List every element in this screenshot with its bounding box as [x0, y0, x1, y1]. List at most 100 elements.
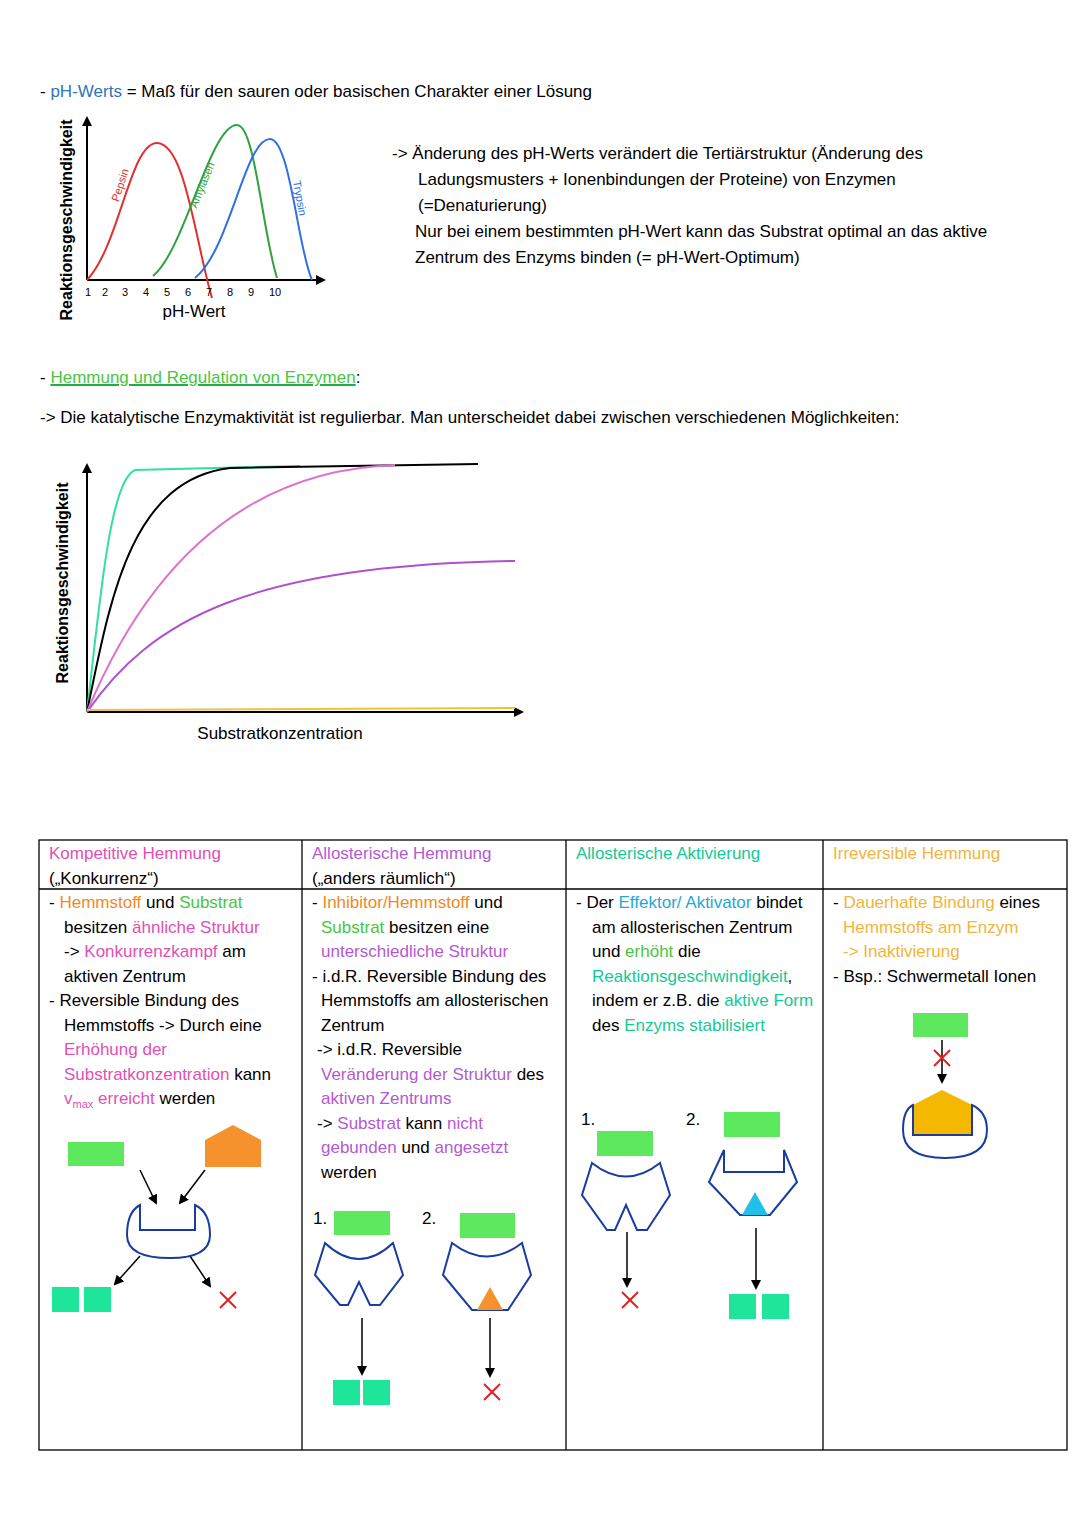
- axis-label: pH-Wert: [163, 303, 226, 322]
- text-run: erreicht: [98, 1089, 155, 1108]
- axis-label: Substratkonzentration: [197, 725, 362, 744]
- text-run: -: [49, 893, 55, 912]
- paragraph: - Hemmung und Regulation von Enzymen:: [40, 366, 1040, 391]
- text-run: Dauerhafte Bindung: [843, 893, 994, 912]
- text-run: -> Änderung des pH-Werts verändert die T…: [392, 144, 923, 215]
- axis-tick: 3: [122, 286, 128, 298]
- paragraph: -> Inaktivierung: [833, 940, 1065, 965]
- text-run: angesetzt: [434, 1138, 508, 1157]
- paragraph: Kompetitive Hemmung: [49, 842, 297, 867]
- axis-tick: 7: [206, 286, 212, 298]
- text-run: ,: [788, 967, 793, 986]
- text-run: erhöht: [625, 942, 673, 961]
- step-number: 1.: [581, 1111, 595, 1130]
- paragraph: Allosterische Aktivierung: [576, 842, 818, 867]
- text-run: pH-Werts: [50, 82, 121, 101]
- text-run: ->: [64, 942, 80, 961]
- text-block: -> Die katalytische Enzymaktivität ist r…: [40, 406, 1060, 431]
- text-run: :: [356, 368, 361, 387]
- text-run: - i.d.R. Reversible Bindung des Hemmstof…: [312, 967, 548, 1035]
- text-run: besitzen eine: [389, 918, 489, 937]
- text-run: werden: [160, 1089, 216, 1108]
- paragraph: - Reversible Bindung des Hemmstoffs -> D…: [49, 989, 299, 1112]
- axis-tick: 6: [185, 286, 191, 298]
- text-run: eines: [999, 893, 1040, 912]
- paragraph: - Dauerhafte Bindung eines Hemmstoffs am…: [833, 891, 1065, 940]
- text-run: unterschiedliche Struktur: [321, 942, 508, 961]
- paragraph: -> Die katalytische Enzymaktivität ist r…: [40, 406, 1060, 431]
- paragraph: Allosterische Hemmung: [312, 842, 560, 867]
- text-run: des: [592, 1016, 619, 1035]
- text-run: ->: [317, 1114, 333, 1133]
- paragraph: („anders räumlich“): [312, 867, 560, 892]
- paragraph: -> Änderung des pH-Werts verändert die T…: [392, 141, 992, 219]
- text-run: besitzen: [64, 918, 127, 937]
- text-run: -: [40, 368, 46, 387]
- axis-tick: 4: [143, 286, 149, 298]
- text-run: indem er z.B. die: [592, 991, 720, 1010]
- axis-tick: 10: [269, 286, 281, 298]
- text-run: stabilisiert: [689, 1016, 765, 1035]
- text-run: - Bsp.: Schwermetall Ionen: [833, 967, 1036, 986]
- text-run: aktive Form: [724, 991, 813, 1010]
- axis-tick: 9: [248, 286, 254, 298]
- paragraph: - i.d.R. Reversible Bindung des Hemmstof…: [312, 965, 562, 1039]
- curve-label: Pepsin: [109, 167, 131, 203]
- text-run: -: [40, 82, 46, 101]
- text-run: Hemmstoff: [59, 893, 141, 912]
- text-run: Nur bei einem bestimmten pH-Wert kann da…: [415, 222, 987, 267]
- text-block: - Hemmstoff und Substrat besitzen ähnlic…: [49, 891, 299, 1112]
- text-run: Irreversible Hemmung: [833, 844, 1000, 863]
- text-run: v: [64, 1089, 73, 1108]
- text-run: -> Inaktivierung: [843, 942, 960, 961]
- text-block: - pH-Werts = Maß für den sauren oder bas…: [40, 80, 1040, 105]
- step-number: 2.: [422, 1210, 436, 1229]
- paragraph: -> i.d.R. Reversible Veränderung der Str…: [312, 1038, 562, 1112]
- text-run: des: [517, 1065, 544, 1084]
- step-number: 2.: [686, 1111, 700, 1130]
- text-run: werden: [321, 1163, 377, 1182]
- paragraph: - Der Effektor/ Aktivator bindet am allo…: [576, 891, 820, 1038]
- step-number: 1.: [313, 1210, 327, 1229]
- text-run: - Reversible Bindung des Hemmstoffs -> D…: [49, 991, 262, 1035]
- text-run: kann: [405, 1114, 442, 1133]
- text-run: Reaktionsgeschwindigkeit: [592, 967, 788, 986]
- paragraph: - pH-Werts = Maß für den sauren oder bas…: [40, 80, 1040, 105]
- text-run: Effektor/ Aktivator: [619, 893, 752, 912]
- text-run: und: [474, 893, 502, 912]
- text-block: - Dauerhafte Bindung eines Hemmstoffs am…: [833, 891, 1065, 989]
- text-run: -> Die katalytische Enzymaktivität ist r…: [40, 408, 899, 427]
- text-run: Veränderung der Struktur: [321, 1065, 512, 1084]
- paragraph: Nur bei einem bestimmten pH-Wert kann da…: [392, 219, 992, 271]
- text-run: = Maß für den sauren oder basischen Char…: [127, 82, 592, 101]
- text-run: -> i.d.R. Reversible: [317, 1040, 462, 1059]
- text-run: -: [833, 893, 839, 912]
- text-block: Allosterische Hemmung („anders räumlich“): [312, 842, 560, 891]
- text-run: Substrat: [321, 918, 384, 937]
- text-run: Hemmstoffs am Enzym: [843, 918, 1018, 937]
- axis-tick: 2: [102, 286, 108, 298]
- text-run: Konkurrenzkampf: [84, 942, 217, 961]
- text-block: Kompetitive Hemmung(„Konkurrenz“): [49, 842, 297, 891]
- axis-tick: 8: [227, 286, 233, 298]
- paragraph: Irreversible Hemmung: [833, 842, 1063, 867]
- paragraph: - Bsp.: Schwermetall Ionen: [833, 965, 1065, 990]
- axis-label: Reaktionsgeschwindigkeit: [54, 483, 72, 684]
- text-run: Allosterische Aktivierung: [576, 844, 760, 863]
- text-run: Allosterische Hemmung: [312, 844, 492, 863]
- text-run: - Der: [576, 893, 614, 912]
- text-block: - Inhibitor/Hemmstoff und Substrat besit…: [312, 891, 562, 1185]
- text-run: und: [401, 1138, 429, 1157]
- text-run: die: [678, 942, 701, 961]
- axis-label: Reaktionsgeschwindigkeit: [58, 120, 76, 321]
- paragraph: - Hemmstoff und Substrat besitzen ähnlic…: [49, 891, 299, 940]
- paragraph: -> Substrat kann nicht gebunden und ange…: [312, 1112, 562, 1186]
- text-run: ähnliche Struktur: [132, 918, 260, 937]
- text-run: („anders räumlich“): [312, 869, 456, 888]
- text-run: Kompetitive Hemmung: [49, 844, 221, 863]
- text-run: -: [312, 893, 318, 912]
- text-run: Hemmung und Regulation von Enzymen: [50, 368, 355, 387]
- text-block: -> Änderung des pH-Werts verändert die T…: [392, 141, 992, 271]
- text-block: Allosterische Aktivierung: [576, 842, 818, 867]
